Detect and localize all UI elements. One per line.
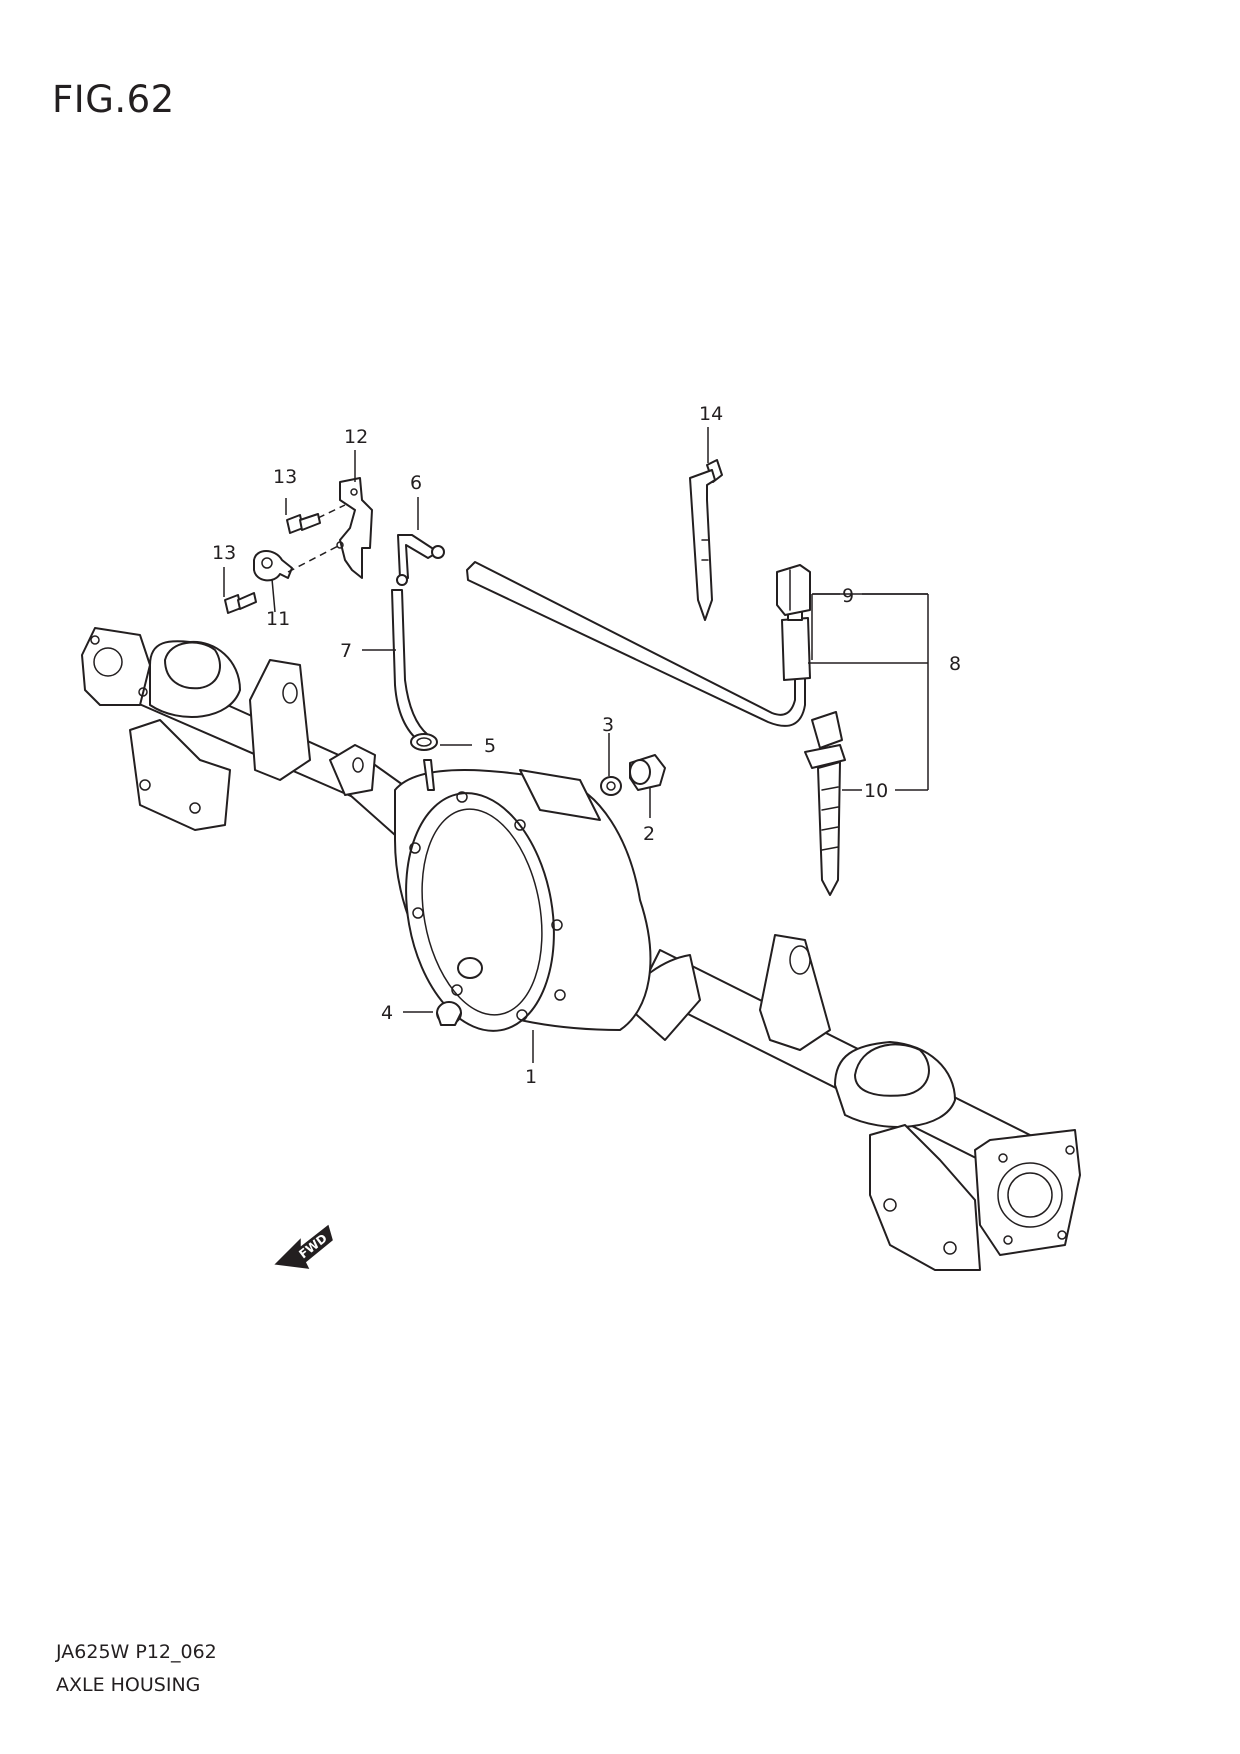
callout-13-upper: 13 — [273, 466, 297, 488]
drawing-title: AXLE HOUSING — [56, 1674, 201, 1696]
callout-9: 9 — [842, 585, 854, 607]
vent-hose-part[interactable] — [391, 589, 429, 743]
filler-plug-part[interactable] — [629, 754, 666, 791]
leader-lines — [223, 427, 929, 1063]
drain-plug-part[interactable] — [436, 1001, 462, 1026]
bolt-part-lower[interactable] — [224, 592, 257, 614]
callout-7: 7 — [340, 640, 352, 662]
cable-tie-part-lower[interactable] — [804, 711, 846, 896]
callout-2: 2 — [643, 823, 655, 845]
axle-housing-part[interactable] — [81, 627, 1081, 1271]
callout-13-lower: 13 — [212, 542, 236, 564]
clamp-part[interactable] — [253, 550, 293, 582]
callout-8: 8 — [949, 653, 961, 675]
breather-pipe-part[interactable] — [466, 561, 811, 727]
callout-6: 6 — [410, 472, 422, 494]
callout-1: 1 — [525, 1066, 537, 1088]
callout-10: 10 — [864, 780, 888, 802]
callout-3: 3 — [602, 714, 614, 736]
vent-joint-part[interactable] — [396, 534, 445, 586]
callout-12: 12 — [344, 426, 368, 448]
callout-5: 5 — [484, 735, 496, 757]
cable-tie-part-upper[interactable] — [689, 459, 723, 621]
figure-title: FIG.62 — [52, 78, 175, 121]
gasket-part[interactable] — [600, 776, 622, 796]
bolt-part-upper[interactable] — [286, 513, 321, 534]
fwd-arrow-icon: FWD — [274, 1224, 333, 1269]
callout-4: 4 — [381, 1002, 393, 1024]
callout-14: 14 — [699, 403, 723, 425]
breather-cap-part[interactable] — [776, 564, 811, 616]
hose-clip-part[interactable] — [410, 733, 438, 791]
bracket-part[interactable] — [336, 477, 373, 579]
drawing-code: JA625W P12_062 — [56, 1641, 217, 1663]
callout-11: 11 — [266, 608, 290, 630]
